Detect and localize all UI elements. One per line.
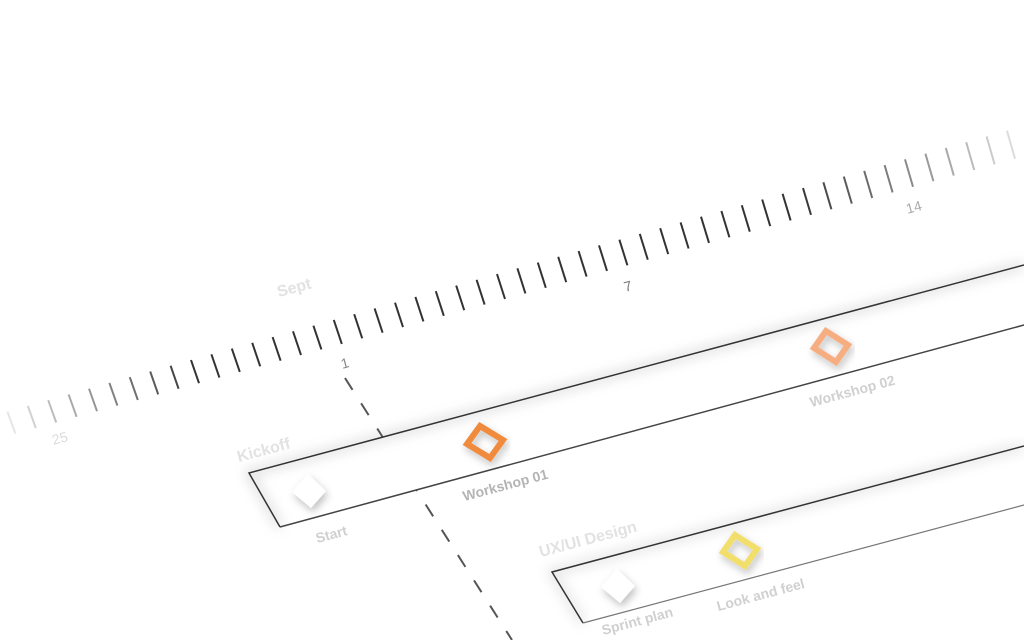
ruler-tick [944, 147, 955, 176]
ruler-tick [536, 262, 547, 289]
workshop-02-diamond-icon[interactable] [809, 326, 853, 367]
ruler-tick [332, 319, 343, 345]
ruler-tick [598, 245, 608, 272]
ruler-tick [985, 136, 996, 165]
ruler-tick [373, 308, 384, 333]
ruler-tick [1006, 130, 1016, 160]
ruler-tick [26, 405, 37, 429]
ruler-tick [842, 176, 853, 204]
ruler-tick [496, 273, 506, 300]
ruler-tick [67, 394, 78, 418]
ruler-tick [149, 371, 160, 395]
ruler-tick [740, 204, 751, 232]
ruler-tick [434, 290, 445, 317]
today-marker-dashed-line [344, 377, 513, 640]
ruler-tick [577, 250, 588, 277]
sprint-plan-diamond-icon[interactable] [601, 569, 635, 603]
ruler-tick [720, 210, 731, 238]
ruler-tick [638, 233, 649, 261]
ruler-tick [516, 268, 527, 294]
ruler-tick [88, 388, 98, 412]
ruler-tick [230, 348, 241, 373]
ruler-tick [904, 159, 914, 188]
ruler-tick [924, 153, 935, 182]
ruler-tick [761, 199, 772, 227]
timeline-ruler [6, 130, 1016, 434]
ruler-tick [251, 342, 262, 367]
ruler-tick [292, 331, 302, 356]
ruler-tick [169, 365, 180, 390]
ruler-tick [6, 411, 17, 434]
ruler-tick [394, 302, 404, 328]
ruler-tick [883, 164, 894, 193]
ruler-tick [128, 376, 139, 401]
ruler-tick [700, 216, 710, 244]
ruler-tick [475, 279, 486, 305]
ruler-tick [863, 170, 874, 199]
ruler-tick [822, 182, 833, 210]
ruler-tick [679, 222, 690, 249]
ruler-tick [353, 313, 364, 339]
ruler-tick [47, 399, 58, 423]
ruler-tick [557, 256, 568, 283]
ruler-tick [455, 285, 466, 311]
ruler-tick [965, 141, 976, 171]
track-bar-ux-ui-design [547, 443, 1024, 625]
ruler-tick [271, 336, 282, 362]
look-and-feel-diamond-icon[interactable] [718, 530, 762, 571]
workshop-01-diamond-icon[interactable] [462, 421, 508, 463]
ruler-tick [618, 239, 629, 266]
ruler-tick [108, 382, 119, 406]
ruler-tick [190, 359, 200, 384]
ruler-tick [802, 187, 812, 216]
start-diamond-icon[interactable] [292, 474, 326, 508]
ruler-tick [659, 227, 670, 255]
ruler-tick [312, 325, 323, 350]
ruler-tick [414, 296, 425, 322]
ruler-tick [210, 353, 221, 378]
ruler-tick [781, 193, 792, 221]
